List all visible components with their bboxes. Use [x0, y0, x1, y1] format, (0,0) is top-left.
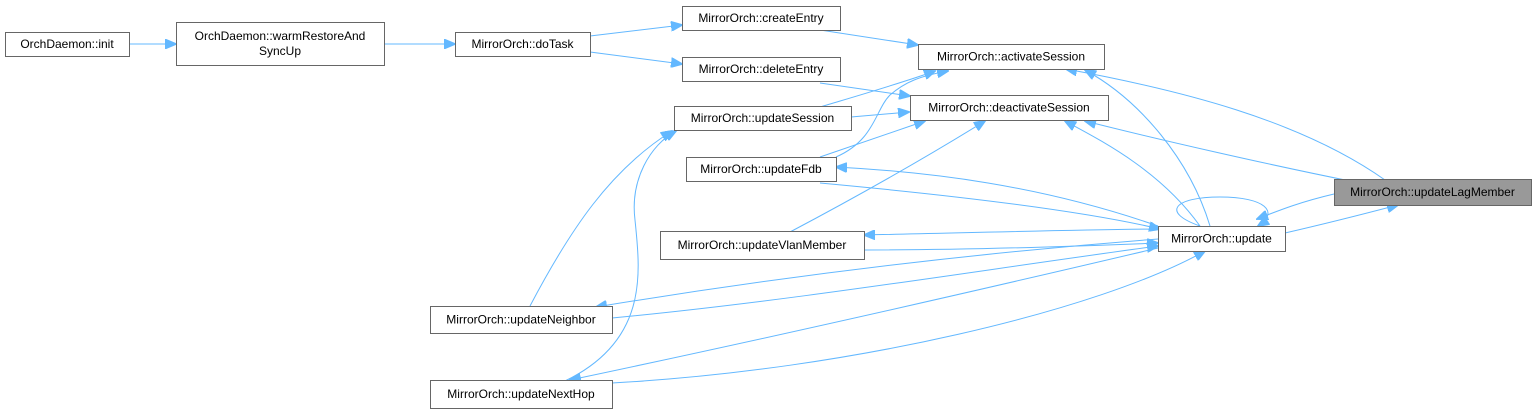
node-box [910, 95, 1109, 121]
edge-updfdb-deactivate [819, 121, 925, 158]
node-box [918, 44, 1105, 70]
node-box [674, 106, 852, 131]
node-label: MirrorOrch::deleteEntry [699, 62, 824, 76]
edge-dotask-create [589, 25, 682, 37]
node-activate[interactable]: MirrorOrch::activateSession [918, 44, 1105, 70]
node-box [1158, 226, 1286, 252]
node-label: MirrorOrch::updateSession [691, 111, 834, 125]
node-label: MirrorOrch::createEntry [698, 11, 823, 25]
edge-updvlan-deactivate [789, 121, 985, 233]
edges-layer [129, 25, 1398, 384]
edge-update-updlag [1284, 205, 1398, 234]
node-box [176, 22, 385, 66]
node-label: MirrorOrch::activateSession [937, 50, 1085, 64]
node-label: MirrorOrch::doTask [471, 37, 574, 51]
node-box [686, 157, 837, 182]
node-box [1334, 179, 1532, 206]
node-box [455, 32, 591, 57]
node-init[interactable]: OrchDaemon::init [5, 32, 130, 57]
edge-update-updfdb [836, 167, 1159, 227]
node-label: MirrorOrch::updateFdb [700, 162, 822, 176]
edge-update-self [1176, 196, 1268, 226]
edge-updfdb-activate [835, 71, 948, 158]
node-label: MirrorOrch::update [1171, 232, 1272, 246]
edge-updneighbor-update [611, 246, 1158, 319]
node-label: MirrorOrch::updateLagMember [1350, 185, 1515, 199]
node-delete[interactable]: MirrorOrch::deleteEntry [682, 57, 841, 82]
edge-create-activate [819, 29, 918, 45]
node-label: OrchDaemon::warmRestoreAnd [195, 29, 366, 43]
node-box [682, 57, 841, 82]
edge-updnexthop-updsession [564, 131, 676, 382]
node-updneighbor[interactable]: MirrorOrch::updateNeighbor [430, 306, 613, 334]
edge-update-updnexthop [570, 247, 1159, 380]
node-dotask[interactable]: MirrorOrch::doTask [455, 32, 591, 57]
node-label: MirrorOrch::updateNeighbor [446, 313, 595, 327]
edge-updnexthop-update [611, 251, 1205, 384]
edge-updneighbor-updsession [529, 131, 672, 307]
edge-updlag-deactivate [1085, 121, 1356, 183]
edge-updsession-activate [819, 71, 935, 108]
node-box [682, 6, 841, 31]
edge-update-activate [1085, 70, 1211, 227]
node-create[interactable]: MirrorOrch::createEntry [682, 6, 841, 31]
node-label: MirrorOrch::updateVlanMember [678, 238, 847, 252]
node-label: SyncUp [259, 44, 301, 58]
node-label: OrchDaemon::init [20, 37, 114, 51]
edge-updfdb-update [819, 182, 1160, 229]
edge-updlag-update [1257, 193, 1335, 219]
edge-update-updneighbor [596, 238, 1159, 307]
node-updlag[interactable]: MirrorOrch::updateLagMember [1334, 179, 1532, 206]
edge-delete-deactivate [819, 82, 910, 96]
edge-updvlan-update [863, 243, 1158, 251]
node-update[interactable]: MirrorOrch::update [1158, 226, 1286, 252]
edge-dotask-delete [589, 51, 682, 64]
node-box [430, 380, 613, 409]
node-box [5, 32, 130, 57]
node-updnexthop[interactable]: MirrorOrch::updateNextHop [430, 380, 613, 409]
node-deactivate[interactable]: MirrorOrch::deactivateSession [910, 95, 1109, 121]
node-updvlan[interactable]: MirrorOrch::updateVlanMember [660, 231, 865, 260]
node-updsession[interactable]: MirrorOrch::updateSession [674, 106, 852, 131]
node-label: MirrorOrch::deactivateSession [928, 101, 1089, 115]
edge-updsession-deactivate [850, 112, 909, 117]
node-box [430, 306, 613, 334]
edge-updlag-activate [1066, 69, 1386, 181]
edge-update-updvlan [864, 228, 1159, 235]
node-box [660, 231, 865, 260]
node-label: MirrorOrch::updateNextHop [447, 387, 595, 401]
edge-update-deactivate [1065, 121, 1201, 227]
nodes-layer: OrchDaemon::init OrchDaemon::warmRestoreA… [5, 6, 1532, 409]
node-updfdb[interactable]: MirrorOrch::updateFdb [686, 157, 837, 182]
